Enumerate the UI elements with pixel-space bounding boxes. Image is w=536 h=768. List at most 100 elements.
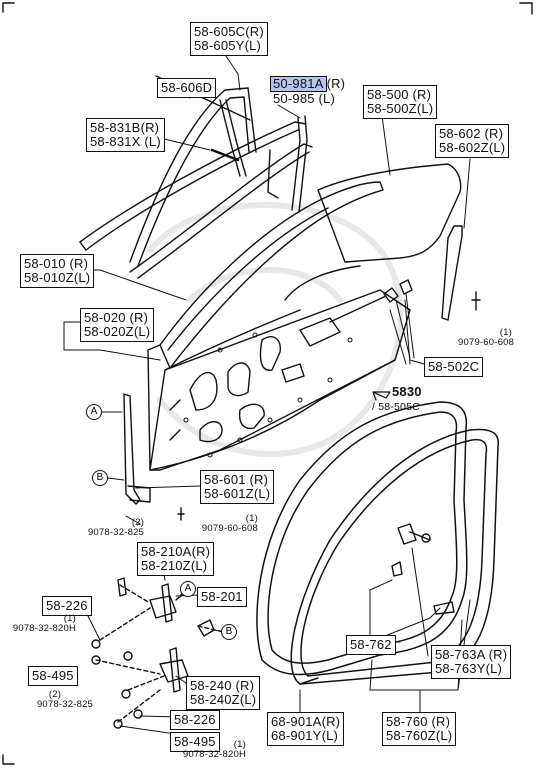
fastener-code: 9078-32-825	[36, 699, 94, 710]
fastener-qty: (1)	[63, 613, 76, 624]
part-number: 58-495	[174, 734, 216, 749]
part-label-58-210[interactable]: 58-210A(R) 58-210Z(L)	[137, 542, 215, 576]
part-label-58-606d[interactable]: 58-606D	[157, 78, 217, 98]
glass-guide-1	[129, 143, 313, 273]
side-marker: (R)	[431, 714, 451, 729]
hinge-assembly	[91, 577, 233, 729]
side-marker: (R)	[326, 76, 346, 91]
part-number: 58-602	[439, 126, 481, 141]
part-label-58-495-upper[interactable]: 58-495	[28, 666, 78, 686]
part-number: 58-240Z	[190, 692, 240, 707]
side-marker: (R)	[249, 472, 269, 487]
side-marker: (L)	[73, 270, 91, 285]
regulator-arm	[284, 265, 361, 301]
part-number: 58-831B	[90, 120, 141, 135]
part-label-58-601[interactable]: 58-601 (R) 58-601Z(L)	[200, 470, 275, 504]
part-number: 58-495	[32, 668, 74, 683]
part-number: 58-240	[190, 678, 232, 693]
part-label-58-763[interactable]: 58-763A (R) 58-763Y(L)	[431, 645, 512, 679]
side-marker: (L)	[485, 661, 503, 676]
part-label-58-010[interactable]: 58-010 (R) 58-010Z(L)	[20, 254, 95, 288]
side-marker: (L)	[244, 38, 262, 53]
side-marker: (R)	[235, 678, 255, 693]
part-number: 58-020	[84, 310, 126, 325]
part-label-58-762[interactable]: 58-762	[346, 635, 396, 655]
side-marker: (L)	[318, 91, 335, 106]
body-weatherstrip	[256, 401, 468, 676]
outer-weatherstrip	[79, 121, 307, 251]
part-number: 58-606D	[161, 80, 213, 95]
part-number: 58-762	[350, 637, 392, 652]
fastener-code: 9079-60-608	[458, 337, 515, 348]
part-label-58-502c[interactable]: 58-502C	[424, 357, 484, 377]
part-label-58-831[interactable]: 58-831B(R) 58-831X (L)	[86, 118, 165, 152]
part-label-58-240[interactable]: 58-240 (R) 58-240Z(L)	[186, 676, 261, 710]
part-number: 58-020Z	[84, 324, 134, 339]
part-label-58-495-lower[interactable]: 58-495	[170, 732, 220, 752]
fastener-qty: (1)	[245, 513, 258, 524]
fastener-code: 9078-32-820H	[182, 749, 246, 760]
side-marker: (R)	[140, 120, 160, 135]
fastener-label-9078-32-820h-a[interactable]: (1) 9078-32-820H	[4, 614, 76, 634]
side-marker: (L)	[253, 486, 271, 501]
part-label-50-981a[interactable]: 50-981A(R) 50-985 (L)	[270, 76, 345, 106]
fastener-label-9078-32-820h-b[interactable]: (1) 9078-32-820H	[168, 740, 246, 760]
side-marker: (L)	[239, 692, 257, 707]
part-number-highlighted: 50-981A	[270, 76, 327, 92]
part-number: 58-201	[201, 589, 243, 604]
part-number: 58-500	[367, 87, 409, 102]
part-label-58-500[interactable]: 58-500 (R) 58-500Z(L)	[363, 85, 438, 119]
part-number: 58-760Z	[386, 728, 436, 743]
front-weatherstrip	[123, 393, 151, 505]
fastener-label-9079-60-608-a[interactable]: (1) 9079-60-608	[458, 327, 515, 348]
side-marker: (L)	[488, 140, 506, 155]
side-marker: (L)	[416, 101, 434, 116]
opening-trim	[290, 428, 499, 685]
side-marker: (R)	[245, 24, 264, 39]
door-check	[391, 523, 455, 615]
part-label-58-201[interactable]: 58-201	[197, 587, 247, 607]
bolt-9079-b	[177, 507, 185, 521]
part-number: 58-500Z	[367, 101, 417, 116]
part-number: 58-831X	[90, 134, 141, 149]
reference-number: 5830	[392, 384, 422, 399]
marker-a-hinge: A	[180, 581, 196, 597]
fastener-qty: (1)	[499, 327, 512, 338]
part-number: 58-763Y	[435, 661, 486, 676]
bolt-9079-a	[471, 291, 481, 311]
side-marker: (R)	[484, 126, 504, 141]
part-label-58-605[interactable]: 58-605C(R) 58-605Y(L)	[190, 22, 268, 56]
fastener-label-9078-32-825-a[interactable]: (2) 9078-32-825	[84, 518, 148, 538]
part-label-68-901[interactable]: 68-901A(R) 68-901Y(L)	[267, 712, 345, 746]
part-label-58-020[interactable]: 58-020 (R) 58-020Z(L)	[80, 308, 155, 342]
fastener-label-9078-32-825-b[interactable]: (2) 9078-32-825	[34, 690, 96, 710]
part-label-58-226-upper[interactable]: 58-226	[42, 596, 92, 616]
part-number: 58-502C	[428, 359, 480, 374]
door-frame	[147, 181, 411, 471]
reference-group-5830[interactable]: 5830	[392, 385, 422, 399]
glass-clips	[383, 279, 425, 365]
side-marker: (L)	[321, 728, 339, 743]
frame-corner-tr	[519, 2, 533, 15]
part-number: 58-010	[24, 256, 66, 271]
run-channel-rear	[291, 117, 301, 211]
ref-arrow	[372, 391, 391, 401]
fastener-code: 9079-60-608	[201, 523, 258, 534]
side-marker: (L)	[133, 324, 151, 339]
door-holes	[183, 332, 353, 458]
side-marker: (L)	[435, 728, 453, 743]
part-label-58-760[interactable]: 58-760 (R) 58-760Z(L)	[382, 712, 457, 746]
part-number: 58-760	[386, 714, 428, 729]
part-number: 58-210Z	[141, 558, 191, 573]
part-number: 68-901Y	[271, 728, 322, 743]
fastener-label-9079-60-608-b[interactable]: (1) 9079-60-608	[192, 514, 258, 534]
reference-sub: / 58-505C	[372, 401, 420, 413]
part-number: 58-602Z	[439, 140, 489, 155]
part-label-58-602[interactable]: 58-602 (R) 58-602Z(L)	[435, 124, 510, 158]
fastener-qty: (2)	[131, 517, 145, 528]
side-marker: (R)	[412, 87, 432, 102]
part-number: 58-010Z	[24, 270, 74, 285]
marker-b-hinge: B	[221, 624, 237, 640]
part-label-58-226-lower[interactable]: 58-226	[170, 710, 220, 730]
